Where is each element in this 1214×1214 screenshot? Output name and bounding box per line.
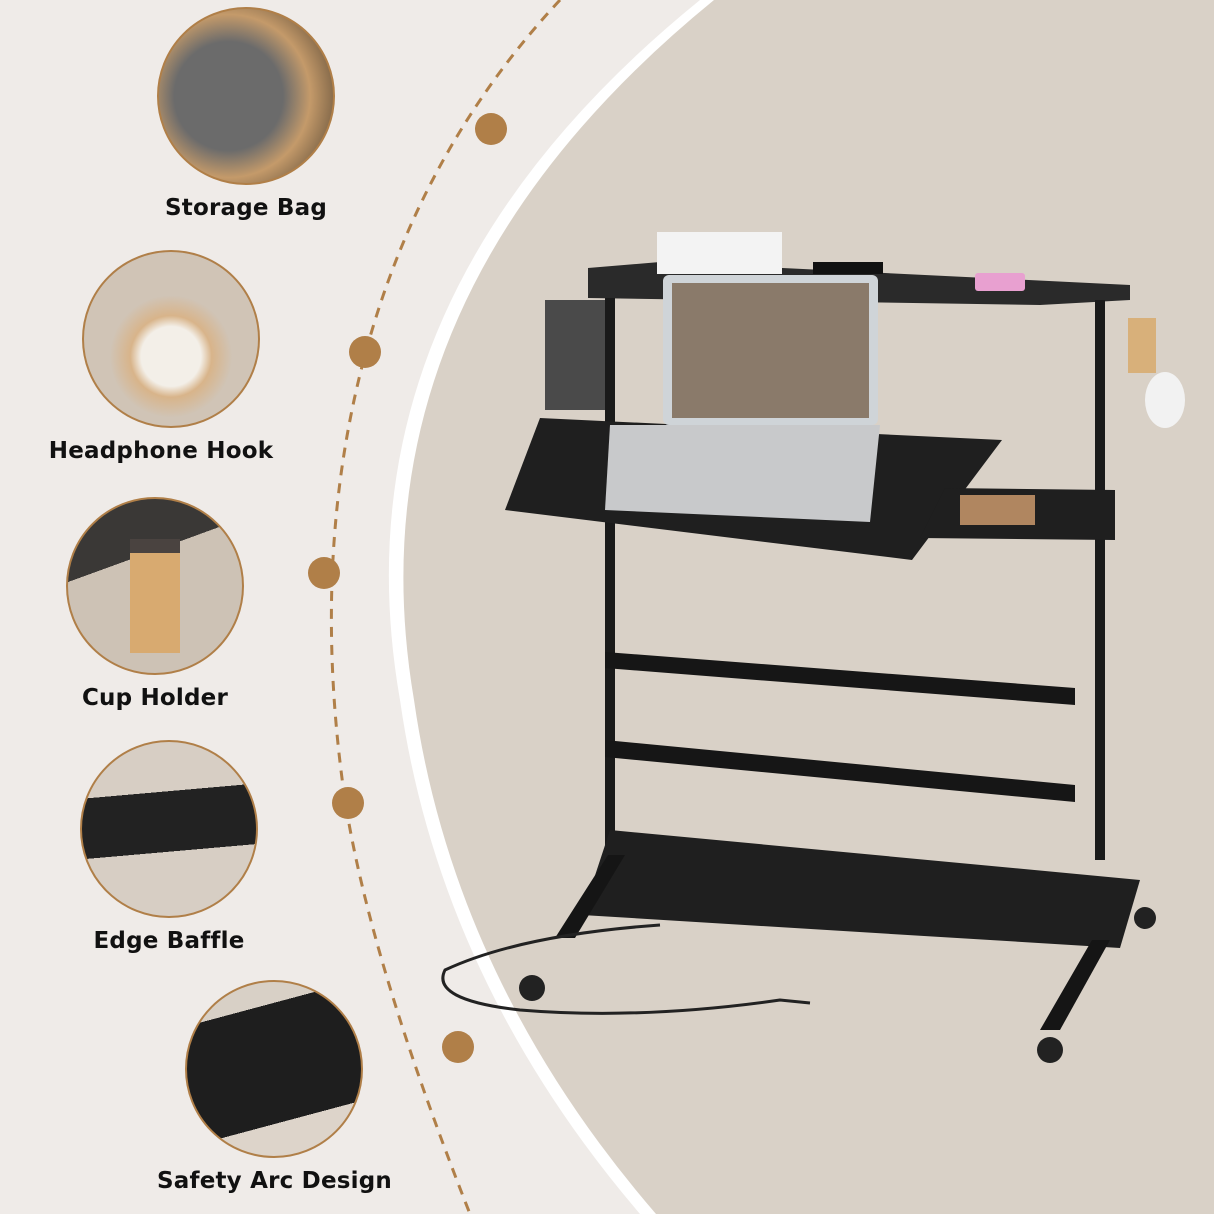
- feature-storage-bag: Storage Bag: [157, 7, 335, 221]
- connector-dot-4: [332, 787, 364, 819]
- caster: [1134, 907, 1156, 929]
- connector-dot-1: [475, 113, 507, 145]
- feature-label: Cup Holder: [81, 685, 229, 711]
- connector-dot-3: [308, 557, 340, 589]
- side-storage-bag: [545, 300, 615, 410]
- feature-label: Headphone Hook: [48, 438, 274, 464]
- power-cord: [441, 923, 811, 1015]
- cup-holder-icon: [66, 497, 244, 675]
- power-strip: [813, 262, 883, 274]
- feature-edge-baffle: Edge Baffle: [80, 740, 258, 954]
- books: [657, 232, 782, 274]
- left-post: [605, 298, 615, 858]
- connector-dot-5: [442, 1031, 474, 1063]
- bottom-shelf: [582, 830, 1140, 948]
- caster: [1037, 1037, 1063, 1063]
- laptop-display: [672, 283, 869, 418]
- cup: [1128, 318, 1156, 373]
- right-post: [1095, 300, 1105, 860]
- crossbar-upper: [605, 652, 1075, 705]
- laptop-keyboard: [605, 425, 880, 522]
- feature-label: Safety Arc Design: [157, 1168, 392, 1194]
- feature-label: Edge Baffle: [93, 928, 245, 954]
- right-foot: [1040, 940, 1110, 1030]
- left-foot: [555, 855, 625, 938]
- phone: [975, 273, 1025, 291]
- feature-safety-arc-design: Safety Arc Design: [157, 980, 392, 1194]
- desk-illustration: [441, 232, 1185, 1063]
- feature-cup-holder: Cup Holder: [66, 497, 244, 711]
- connector-dot-2: [349, 336, 381, 368]
- headphone-icon: [82, 250, 260, 428]
- caster: [519, 975, 545, 1001]
- mouse-pad: [960, 495, 1035, 525]
- feature-headphone-hook: Headphone Hook: [49, 250, 273, 464]
- safety-arc-icon: [185, 980, 364, 1158]
- feature-label: Storage Bag: [164, 195, 327, 221]
- storage-bag-icon: [157, 7, 335, 185]
- crossbar-lower: [605, 740, 1075, 802]
- headphones: [1145, 372, 1185, 428]
- dashed-connector: [329, 0, 562, 1214]
- edge-baffle-icon: [80, 740, 258, 918]
